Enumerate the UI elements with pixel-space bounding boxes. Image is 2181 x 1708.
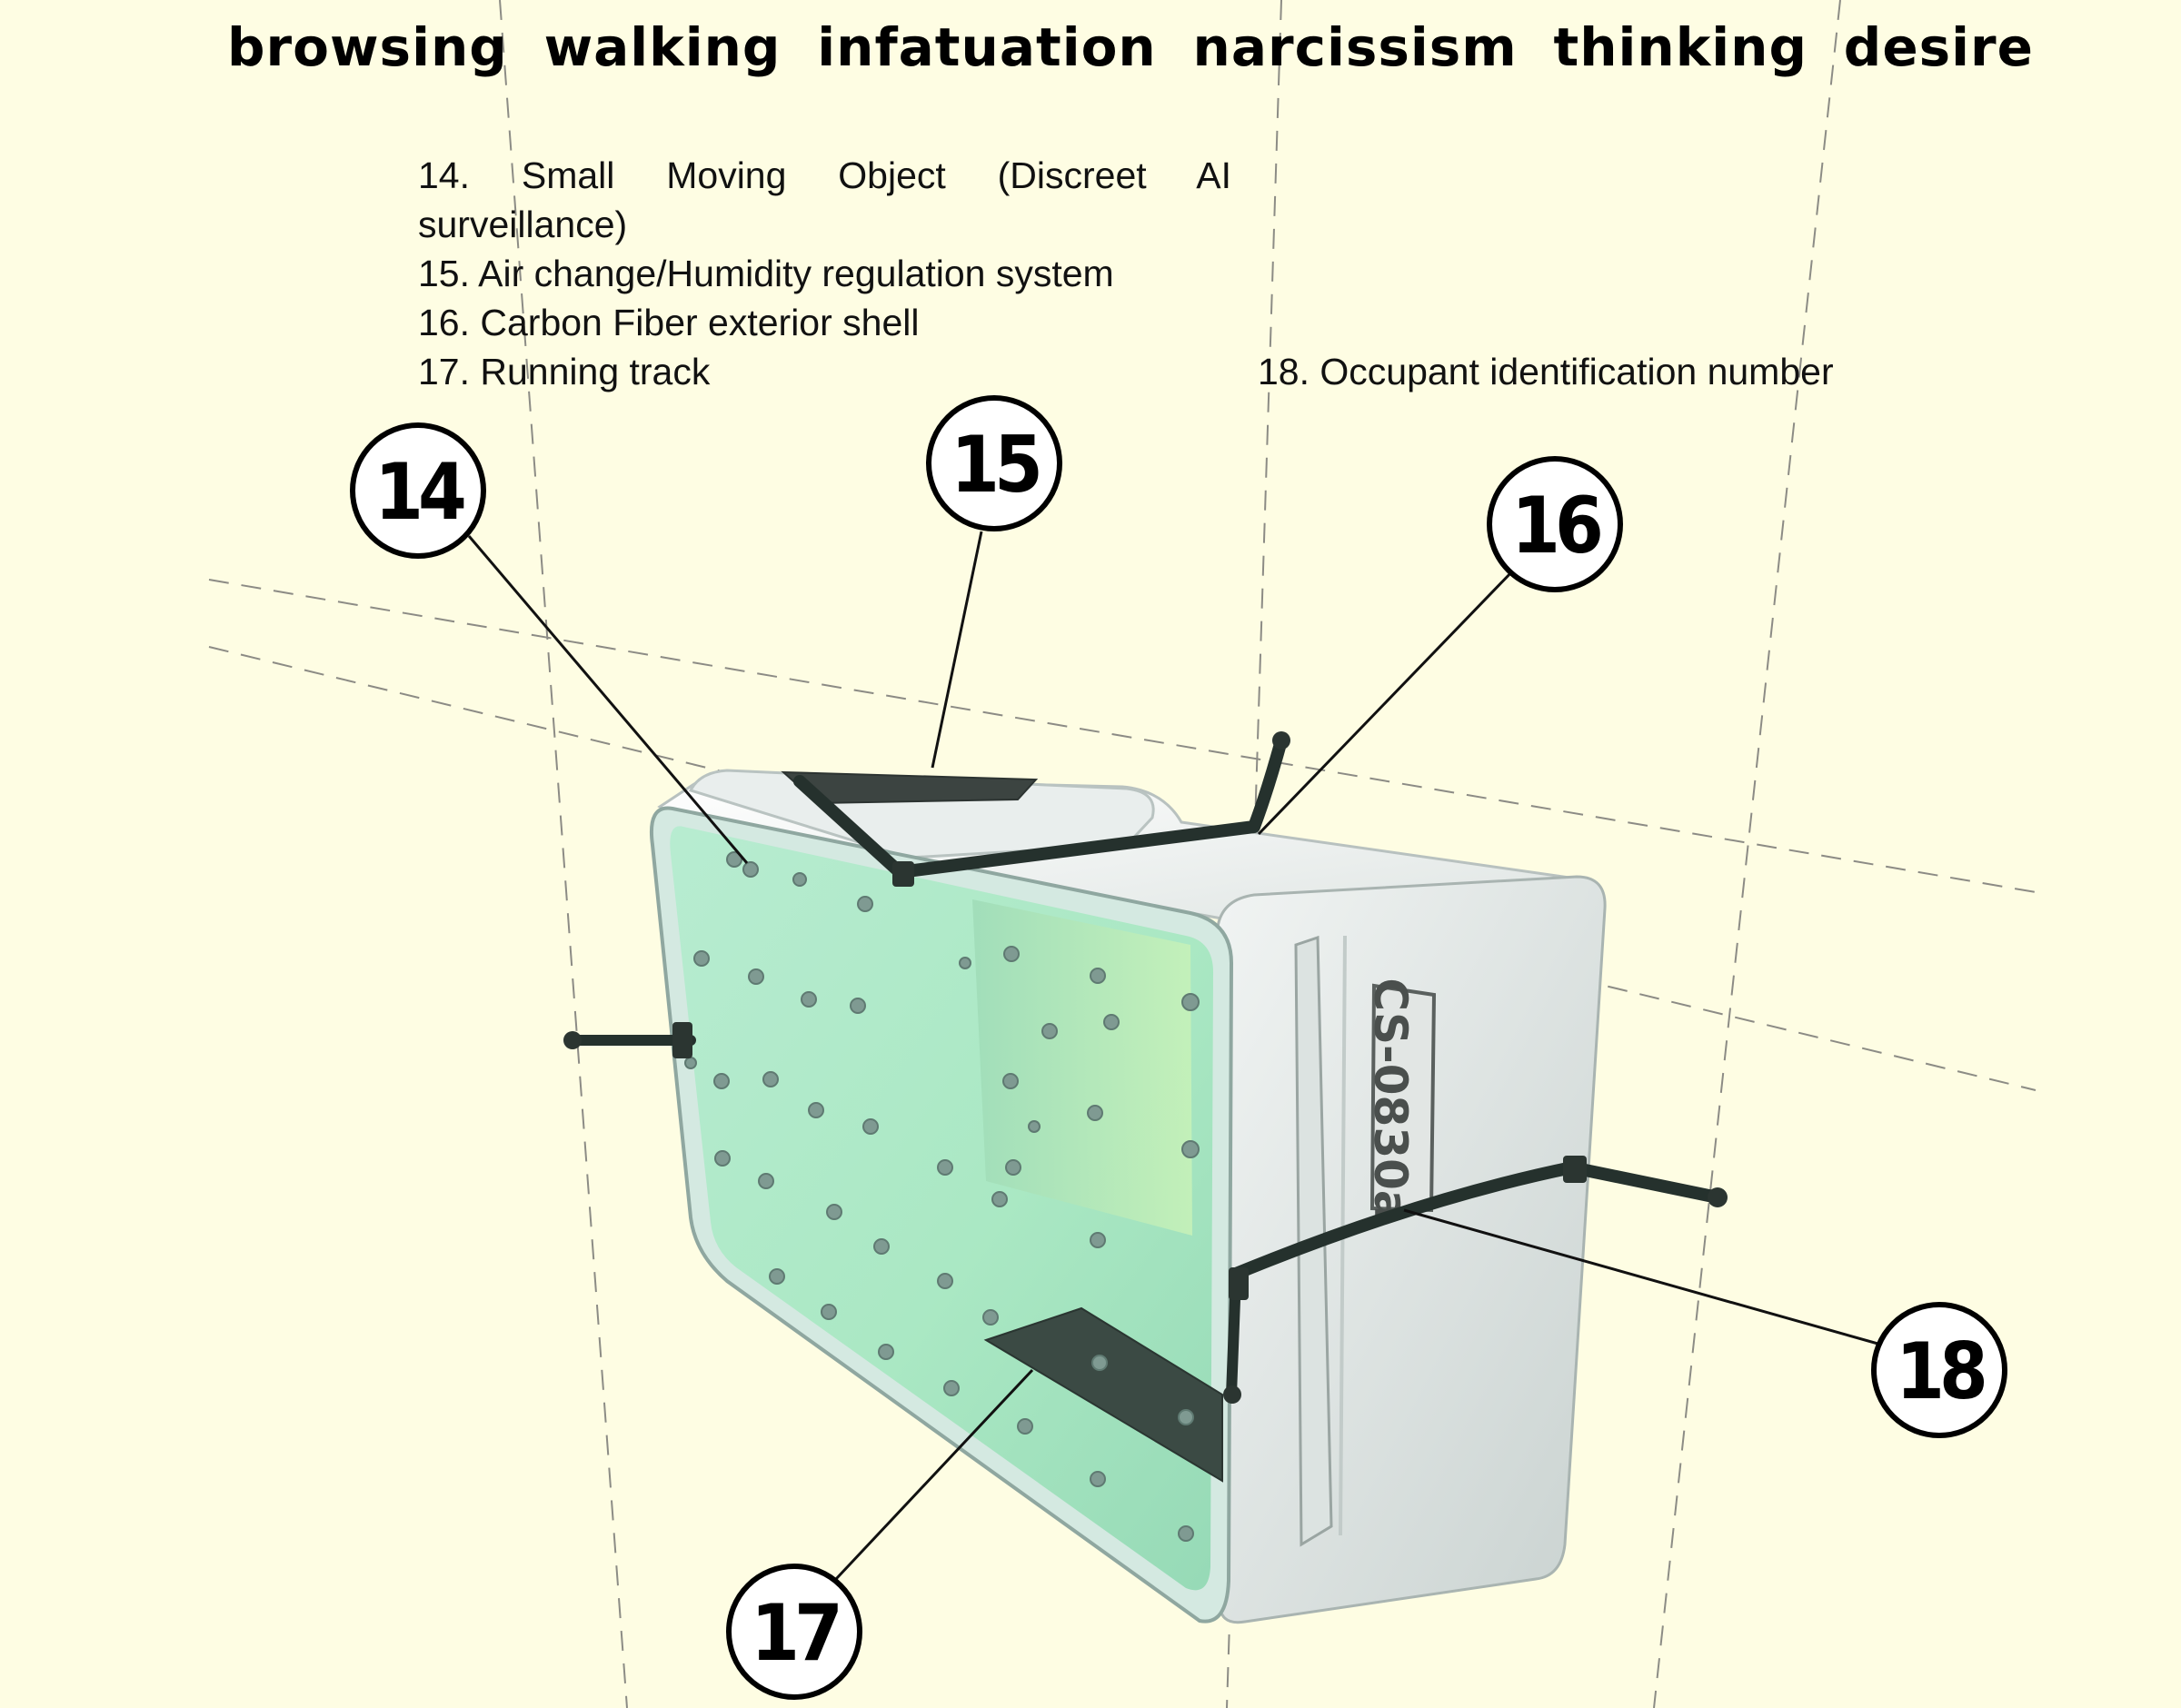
heading-word: narcissism <box>1192 16 1518 78</box>
callout-18: 18 <box>1871 1302 2007 1438</box>
legend-item-14: 14. Small Moving Object (Discreet AI <box>418 154 1231 196</box>
legend-item-17: 17. Running track <box>418 351 711 392</box>
glass-pegs <box>684 851 1200 1542</box>
callout-17: 17 <box>726 1564 862 1700</box>
callout-15-number: 15 <box>951 420 1039 511</box>
callout-15: 15 <box>926 395 1062 531</box>
id-plate: CS-0830a <box>1364 978 1437 1221</box>
callout-17-number: 17 <box>751 1588 838 1679</box>
guide-line <box>1653 0 1841 1708</box>
guide-line <box>208 579 2037 893</box>
strap-right <box>1230 1160 1724 1280</box>
callout-16: 16 <box>1487 456 1623 592</box>
legend-item-18: 18. Occupant identification number <box>1258 351 1834 392</box>
capsule-unit: CS-0830a <box>563 731 1728 1624</box>
inner-wall <box>972 899 1192 1236</box>
leader-17 <box>834 1368 1034 1581</box>
heading-word: desire <box>1843 16 2034 78</box>
heading-word: thinking <box>1553 16 1808 78</box>
heading-word: infatuation <box>817 16 1157 78</box>
leader-14 <box>467 535 749 864</box>
leader-16 <box>1257 569 1515 836</box>
callout-16-number: 16 <box>1511 481 1600 571</box>
callout-14-number: 14 <box>374 447 464 538</box>
id-plate-text: CS-0830a <box>1364 978 1417 1220</box>
heading-word-row: browsing walking infatuation narcissism … <box>227 16 2034 78</box>
guide-line <box>499 0 628 1708</box>
running-track <box>983 1306 1223 1483</box>
legend: 14. Small Moving Object (Discreet AI sur… <box>418 151 1231 396</box>
heading-word: walking <box>543 16 782 78</box>
callout-18-number: 18 <box>1896 1326 1985 1417</box>
leader-lines <box>467 531 1882 1581</box>
leader-18 <box>1403 1208 1882 1346</box>
legend-item-15: 15. Air change/Humidity regulation syste… <box>418 253 1114 294</box>
strap-top <box>793 734 1288 879</box>
legend-item-16: 16. Carbon Fiber exterior shell <box>418 302 920 343</box>
legend-item-14-cont: surveillance) <box>418 204 628 245</box>
leader-15 <box>931 531 983 769</box>
callout-14: 14 <box>350 422 486 559</box>
heading-word: browsing <box>227 16 508 78</box>
guide-line <box>208 646 2037 1091</box>
strap-clips <box>563 731 1728 1404</box>
